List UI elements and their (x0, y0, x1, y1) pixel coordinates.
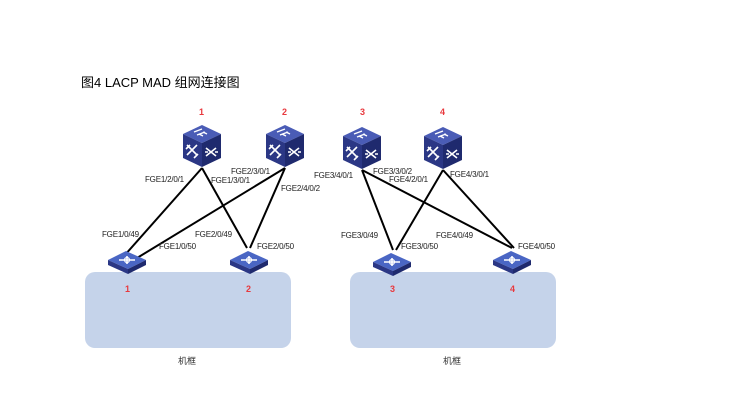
link-core4-access3 (395, 169, 444, 251)
link-core1-access1 (123, 167, 203, 257)
link-core3-access4 (361, 169, 513, 249)
access-number-1: 1 (125, 284, 131, 294)
core-switch-icon[interactable] (339, 124, 385, 170)
port-label: FGE1/0/50 (159, 242, 196, 251)
chassis-right (350, 272, 556, 348)
chassis-label-right: 机框 (443, 357, 462, 367)
link-core2-access1 (136, 167, 286, 259)
access-switch-icon[interactable] (228, 248, 270, 276)
link-core1-access2 (201, 167, 248, 249)
link-core4-access4 (442, 169, 515, 249)
chassis-label-left: 机框 (178, 357, 197, 367)
core-switch-icon[interactable] (179, 122, 225, 168)
port-label: FGE3/0/50 (401, 242, 438, 251)
access-number-2: 2 (246, 284, 252, 294)
port-label: FGE3/3/0/2 (373, 167, 412, 176)
core-number-3: 3 (360, 107, 366, 117)
link-core2-access2 (249, 167, 286, 249)
chassis-left (85, 272, 291, 348)
access-number-4: 4 (510, 284, 516, 294)
core-number-4: 4 (440, 107, 446, 117)
core-switch-icon[interactable] (262, 122, 308, 168)
access-switch-icon[interactable] (371, 250, 413, 278)
port-label: FGE1/2/0/1 (145, 175, 184, 184)
port-label: FGE4/0/50 (518, 242, 555, 251)
port-label: FGE2/0/49 (195, 230, 232, 239)
access-switch-icon[interactable] (106, 248, 148, 276)
figure-title: 图4 LACP MAD 组网连接图 (81, 75, 240, 90)
port-label: FGE4/0/49 (436, 231, 473, 240)
port-label: FGE4/2/0/1 (389, 175, 428, 184)
core-number-1: 1 (199, 107, 205, 117)
link-core3-access3 (361, 169, 394, 251)
core-switch-icon[interactable] (420, 124, 466, 170)
access-switch-icon[interactable] (491, 248, 533, 276)
port-label: FGE4/3/0/1 (450, 170, 489, 179)
port-label: FGE1/3/0/1 (211, 176, 250, 185)
port-label: FGE3/0/49 (341, 231, 378, 240)
port-label: FGE1/0/49 (102, 230, 139, 239)
port-label: FGE2/4/0/2 (281, 184, 320, 193)
access-number-3: 3 (390, 284, 396, 294)
port-label: FGE3/4/0/1 (314, 171, 353, 180)
port-label: FGE2/0/50 (257, 242, 294, 251)
core-number-2: 2 (282, 107, 288, 117)
port-label: FGE2/3/0/1 (231, 167, 270, 176)
